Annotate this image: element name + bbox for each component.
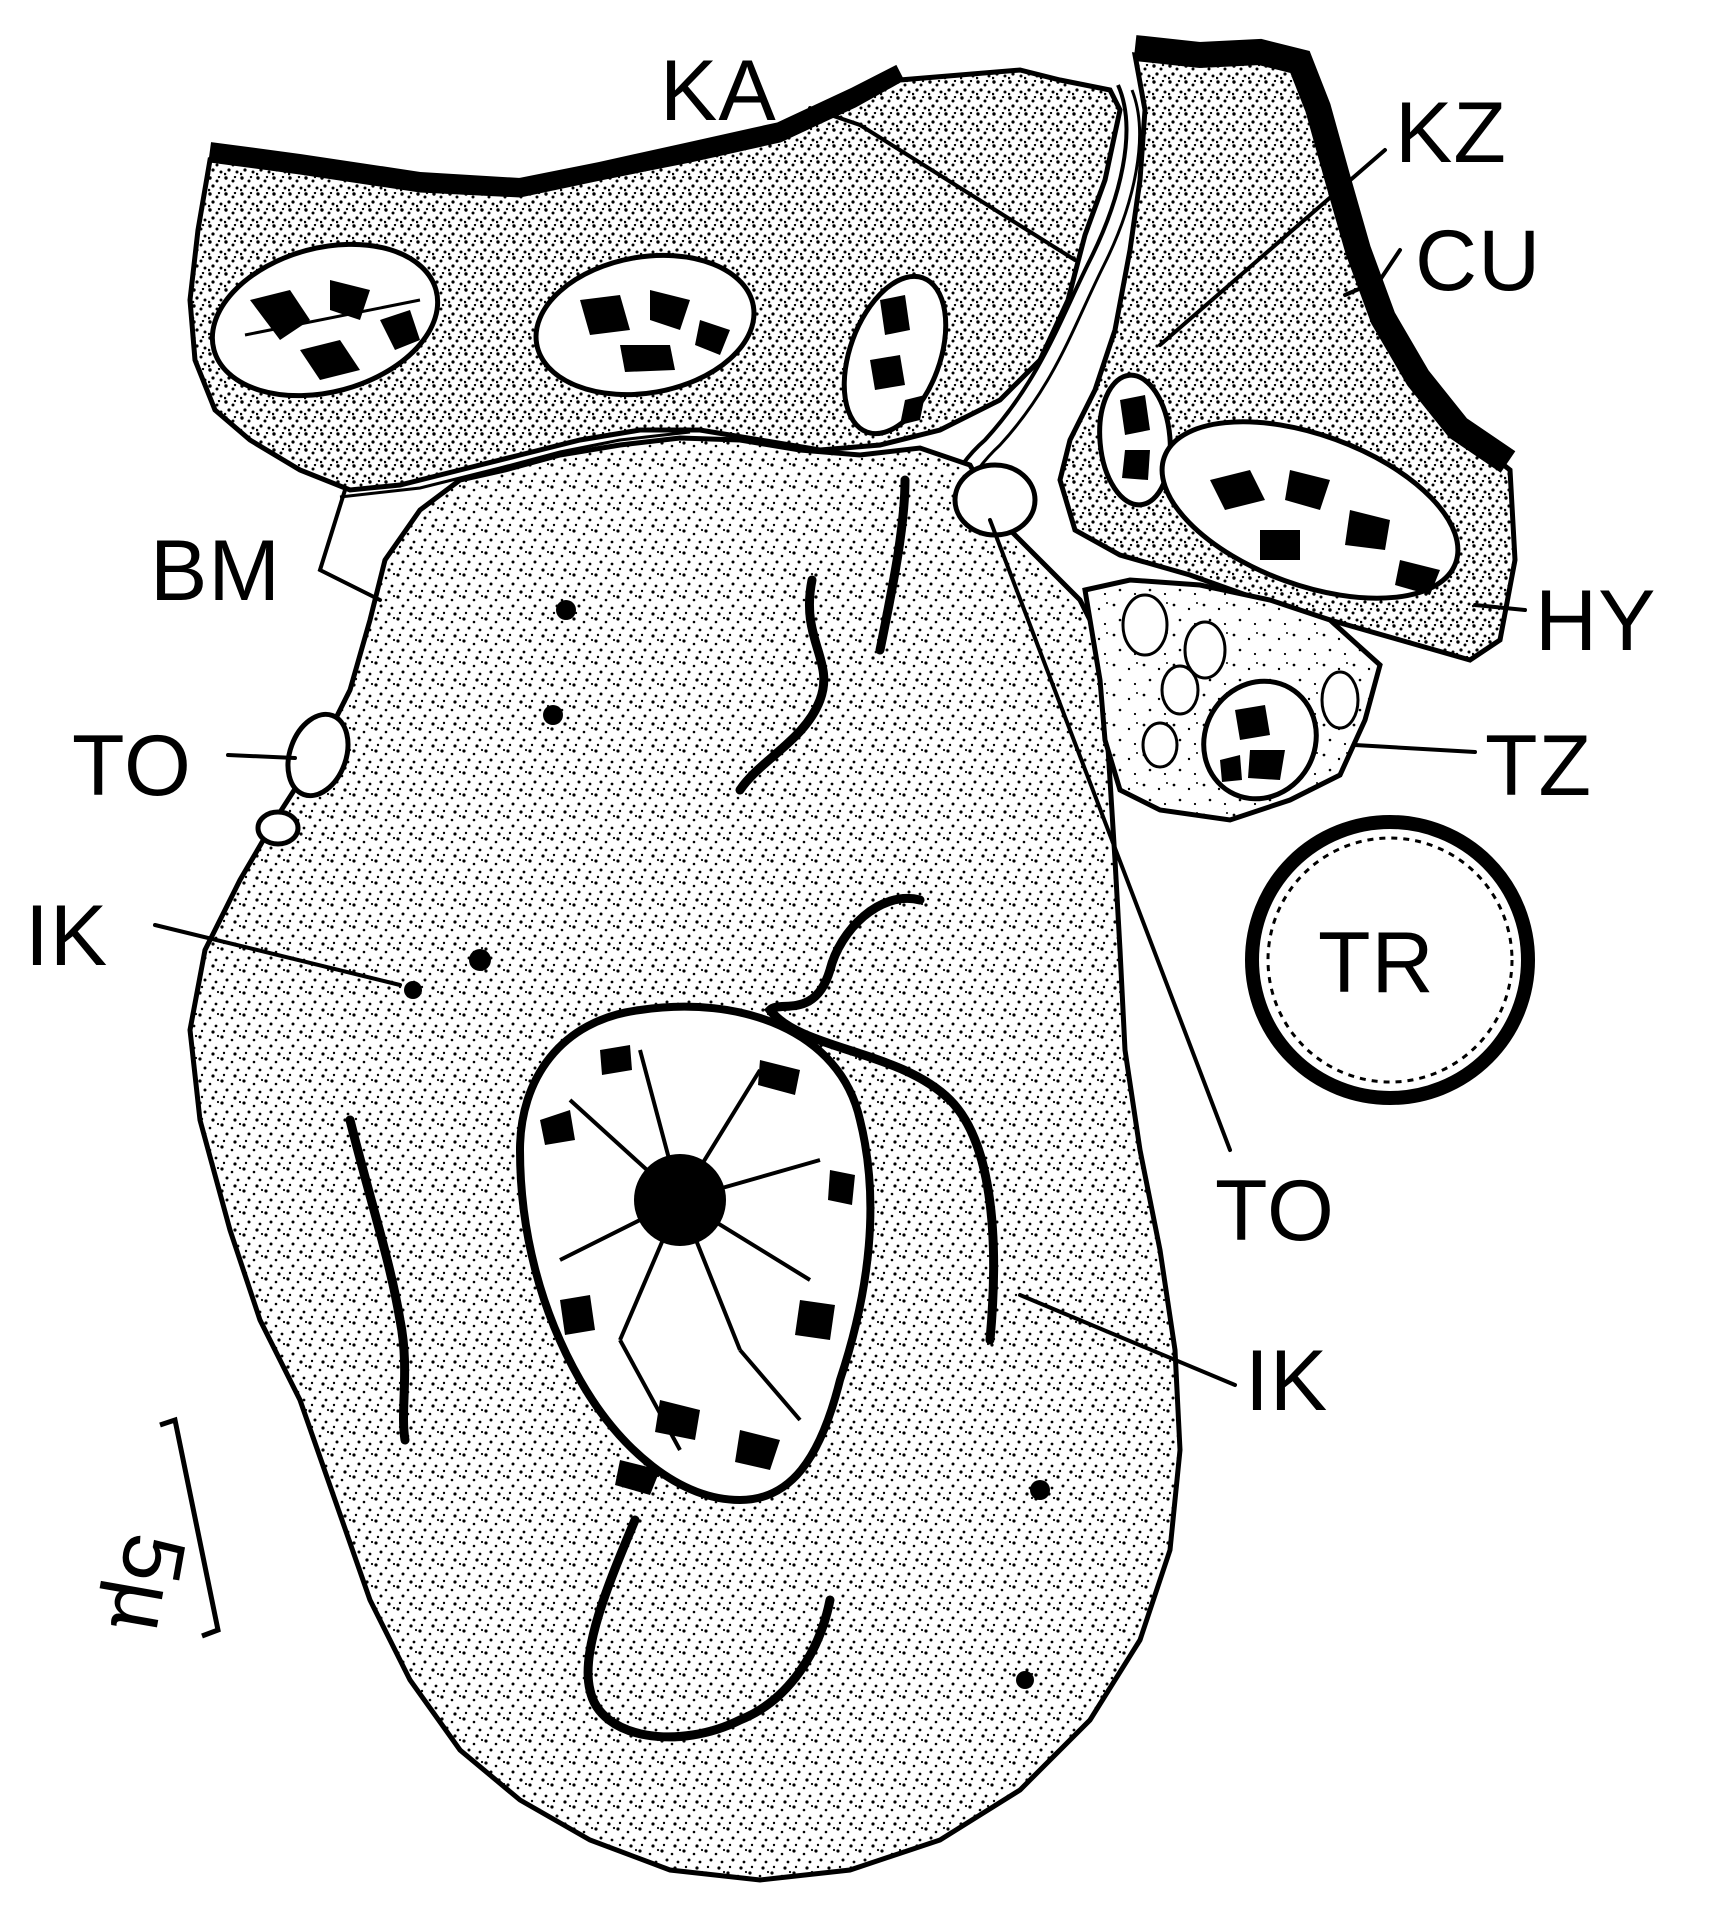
label-hy: HY — [1535, 573, 1656, 669]
label-tr: TR — [1318, 915, 1435, 1011]
label-to-right: TO — [1215, 1163, 1335, 1259]
label-ik-right: IK — [1245, 1333, 1328, 1429]
label-bm: BM — [150, 523, 281, 619]
label-ka: KA — [660, 43, 777, 139]
label-tz: TZ — [1485, 718, 1592, 814]
tracheole-to-right-profile — [955, 465, 1035, 535]
label-cu: CU — [1415, 213, 1541, 309]
leader-tz — [1355, 745, 1475, 752]
leader-bm — [320, 490, 380, 600]
label-ik-left: IK — [25, 888, 108, 984]
scale-bar-label: 5µ — [92, 1527, 204, 1642]
label-to-left: TO — [72, 718, 192, 814]
leader-to-left — [228, 755, 295, 758]
label-kz: KZ — [1395, 85, 1507, 181]
